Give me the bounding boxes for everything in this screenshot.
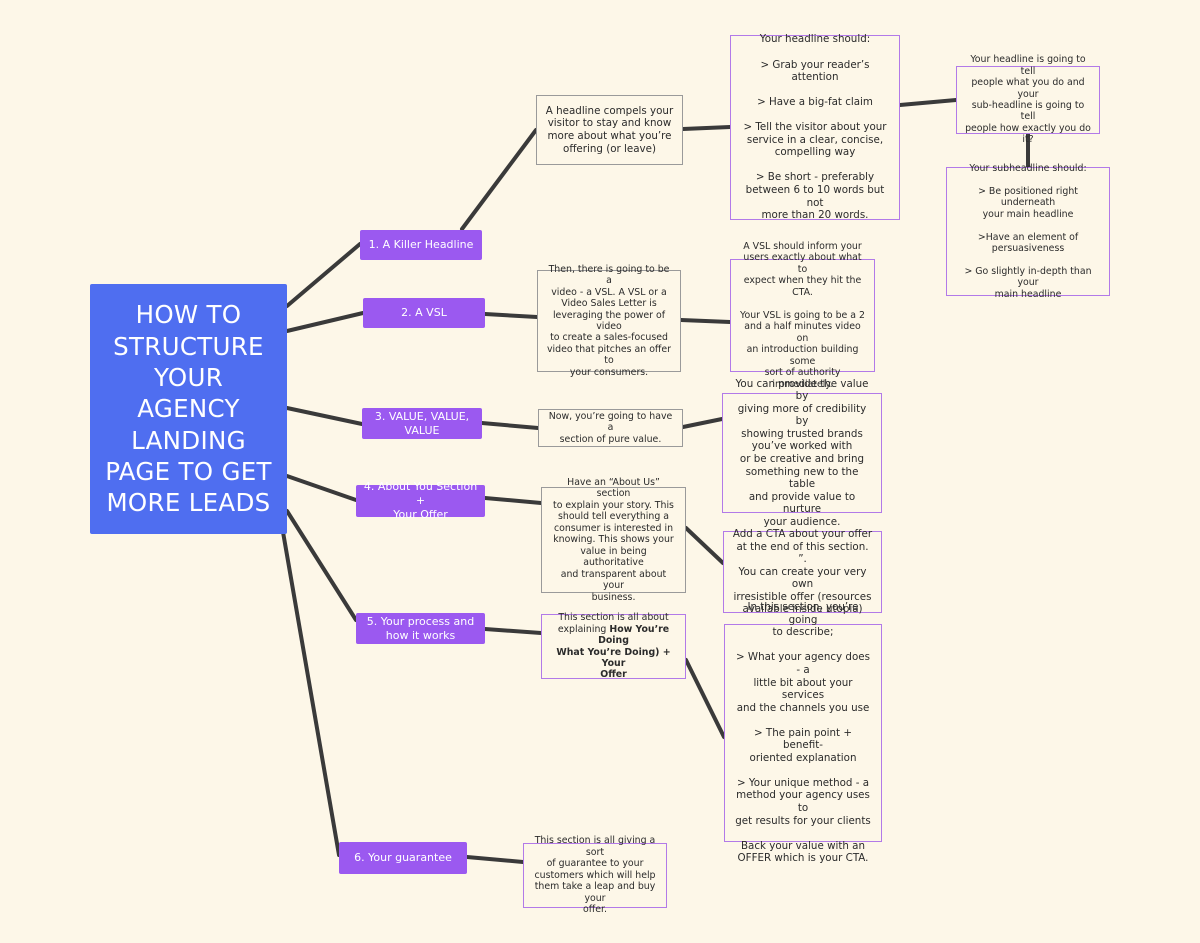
branch-about-you[interactable]: 4. About You Section + Your Offer — [356, 480, 485, 521]
note-process-detail: In this section, you’re going to describ… — [724, 601, 882, 864]
connector-note-headline-should — [681, 125, 732, 131]
note-headline-tell: Your headline is going to tell people wh… — [956, 54, 1100, 145]
connector-branch6-note — [465, 855, 525, 864]
branch-process[interactable]: 5. Your process and how it works — [356, 613, 485, 644]
note-process-intro: This section is all about explaining How… — [541, 612, 686, 681]
branch-vsl[interactable]: 2. A VSL — [363, 298, 485, 328]
connector-vsl-detail — [679, 318, 732, 324]
connector-root-branch5 — [285, 509, 358, 622]
note-headline-intro: A headline compels your visitor to stay … — [536, 95, 683, 165]
note-process-intro-text: This section is all about explaining — [557, 612, 669, 635]
note-value-detail: You can provide the value by giving more… — [722, 378, 882, 528]
note-headline-should: Your headline should: > Grab your reader… — [730, 33, 900, 221]
note-about-cta: Add a CTA about your offer at the end of… — [723, 528, 882, 615]
note-about-intro: Have an “About Us” section to explain yo… — [541, 477, 686, 603]
connector-process-detail — [684, 658, 726, 739]
root-title: HOW TO STRUCTURE YOUR AGENCY LANDING PAG… — [90, 284, 287, 534]
connector-branch1-note — [460, 128, 538, 231]
connector-branch3-note — [480, 421, 540, 430]
connector-branch5-note — [483, 627, 543, 635]
connector-value-detail — [681, 417, 724, 429]
connector-root-branch1 — [285, 242, 362, 308]
note-guarantee-intro: This section is all giving a sort of gua… — [523, 835, 667, 915]
branch-killer-headline[interactable]: 1. A Killer Headline — [360, 230, 482, 260]
note-value-intro: Now, you’re going to have a section of p… — [538, 409, 683, 447]
connector-root-branch4 — [285, 474, 358, 502]
connector-branch2-note — [483, 312, 539, 319]
connector-root-branch3 — [285, 406, 364, 426]
branch-value[interactable]: 3. VALUE, VALUE, VALUE — [362, 408, 482, 439]
connector-headline-should-tell — [898, 98, 958, 107]
note-vsl-detail: A VSL should inform your users exactly a… — [730, 241, 875, 390]
connector-branch4-note — [483, 496, 543, 505]
connector-root-branch6 — [281, 530, 341, 857]
branch-guarantee[interactable]: 6. Your guarantee — [339, 842, 467, 874]
note-subheadline-should: Your subheadline should: > Be positioned… — [946, 163, 1110, 300]
connector-about-cta — [684, 526, 725, 565]
connector-root-branch2 — [285, 311, 365, 333]
note-process-intro-bold: How You’re Doing What You’re Doing) + Yo… — [556, 623, 671, 681]
note-vsl-intro: Then, there is going to be a video - a V… — [537, 264, 681, 378]
